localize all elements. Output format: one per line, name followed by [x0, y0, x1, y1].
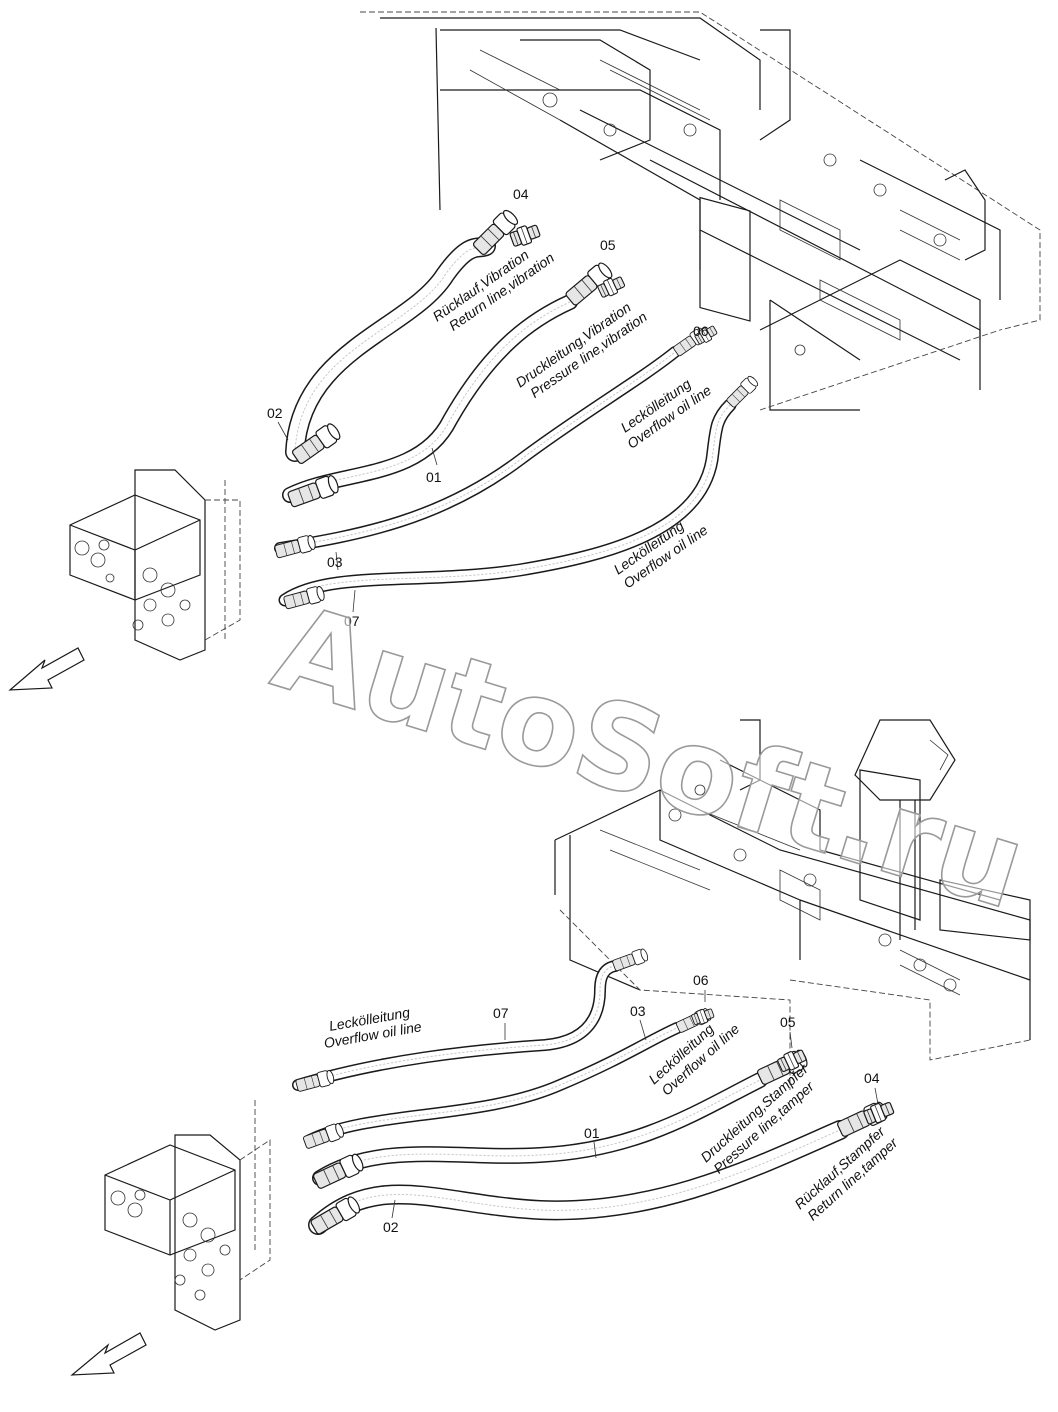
- top-valve-block: [69, 469, 241, 661]
- top-hose-07: [278, 373, 761, 612]
- bottom-number-03: 03: [630, 1003, 646, 1019]
- bottom-machine-frame: [554, 719, 1031, 1090]
- direction-arrow-top: [8, 647, 85, 691]
- bottom-label-overflow-1: Leckölleitung Overflow oil line: [323, 1004, 423, 1051]
- bottom-fitting-04: [862, 1098, 896, 1127]
- watermark-text: AutoSoft.ru: [260, 578, 1040, 936]
- bottom-hoses: [292, 947, 896, 1238]
- top-number-06: 06: [693, 323, 709, 339]
- direction-arrow-bottom: [70, 1332, 147, 1376]
- top-hose-02: [285, 206, 522, 467]
- bottom-valve-block: [104, 1100, 271, 1331]
- bottom-number-06: 06: [693, 972, 709, 988]
- top-hose-03: [273, 325, 710, 561]
- bottom-number-04: 04: [864, 1070, 880, 1086]
- top-hose-01: [282, 259, 616, 510]
- top-hoses: [273, 206, 761, 613]
- bottom-hose-07: [292, 947, 650, 1094]
- top-machine-frame: [360, 11, 1041, 411]
- top-number-01: 01: [426, 469, 442, 485]
- bottom-hose-02: [308, 1099, 891, 1238]
- bottom-number-01: 01: [584, 1125, 600, 1141]
- bottom-number-02: 02: [383, 1219, 399, 1235]
- top-number-07: 07: [344, 613, 360, 629]
- top-number-02: 02: [267, 405, 283, 421]
- bottom-hose-03: [301, 1006, 714, 1151]
- top-number-05: 05: [600, 237, 616, 253]
- top-number-03: 03: [327, 554, 343, 570]
- bottom-hose-01: [311, 1047, 811, 1192]
- top-number-04: 04: [513, 186, 529, 202]
- bottom-number-07: 07: [493, 1005, 509, 1021]
- bottom-number-05: 05: [780, 1014, 796, 1030]
